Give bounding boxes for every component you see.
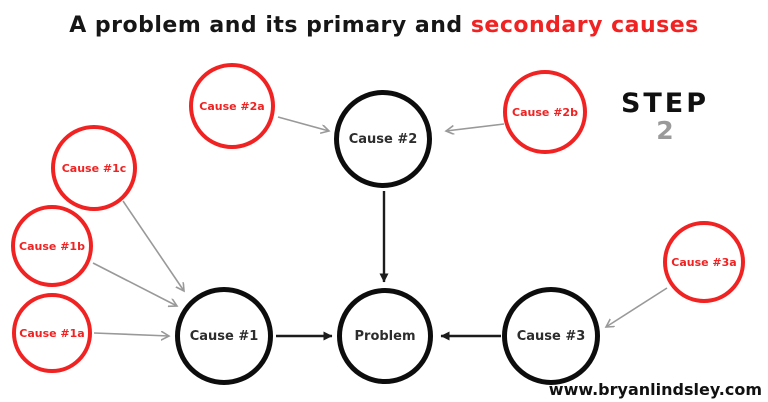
node-problem-label: Problem bbox=[354, 328, 416, 344]
node-cause-3a-label: Cause #3a bbox=[671, 255, 737, 269]
node-cause-1a-label: Cause #1a bbox=[19, 326, 85, 340]
node-cause-1b-label: Cause #1b bbox=[19, 239, 85, 253]
arrow-cause1c-to-cause1 bbox=[122, 200, 184, 291]
arrow-cause2b-to-cause2 bbox=[446, 123, 505, 131]
step-indicator: STEP 2 bbox=[618, 90, 712, 145]
node-cause-1: Cause #1 bbox=[175, 287, 273, 385]
title-highlight: secondary causes bbox=[470, 13, 699, 38]
node-cause-2b: Cause #2b bbox=[503, 70, 587, 154]
arrow-cause3a-to-cause3 bbox=[606, 287, 668, 327]
node-cause-1b: Cause #1b bbox=[11, 205, 93, 287]
arrow-cause2a-to-cause2 bbox=[277, 116, 329, 131]
node-cause-3a: Cause #3a bbox=[663, 221, 745, 303]
node-cause-1c-label: Cause #1c bbox=[61, 161, 127, 175]
arrow-cause1a-to-cause1 bbox=[93, 333, 169, 336]
node-problem: Problem bbox=[337, 288, 433, 384]
node-cause-3: Cause #3 bbox=[502, 287, 600, 385]
node-cause-2b-label: Cause #2b bbox=[512, 105, 578, 119]
node-cause-3-label: Cause #3 bbox=[516, 328, 586, 344]
node-cause-2-label: Cause #2 bbox=[348, 131, 418, 147]
title-text: A problem and its primary and bbox=[69, 13, 471, 38]
node-cause-2a-label: Cause #2a bbox=[199, 99, 265, 113]
step-number: 2 bbox=[656, 116, 674, 145]
node-cause-2a: Cause #2a bbox=[189, 63, 275, 149]
node-cause-1c: Cause #1c bbox=[51, 125, 137, 211]
arrow-cause1b-to-cause1 bbox=[92, 262, 177, 306]
website-watermark: www.bryanlindsley.com bbox=[548, 380, 762, 399]
node-cause-2: Cause #2 bbox=[334, 90, 432, 188]
page-title: A problem and its primary and secondary … bbox=[0, 13, 768, 38]
node-cause-1-label: Cause #1 bbox=[189, 328, 259, 344]
node-cause-1a: Cause #1a bbox=[12, 293, 92, 373]
step-label: STEP bbox=[620, 88, 710, 119]
